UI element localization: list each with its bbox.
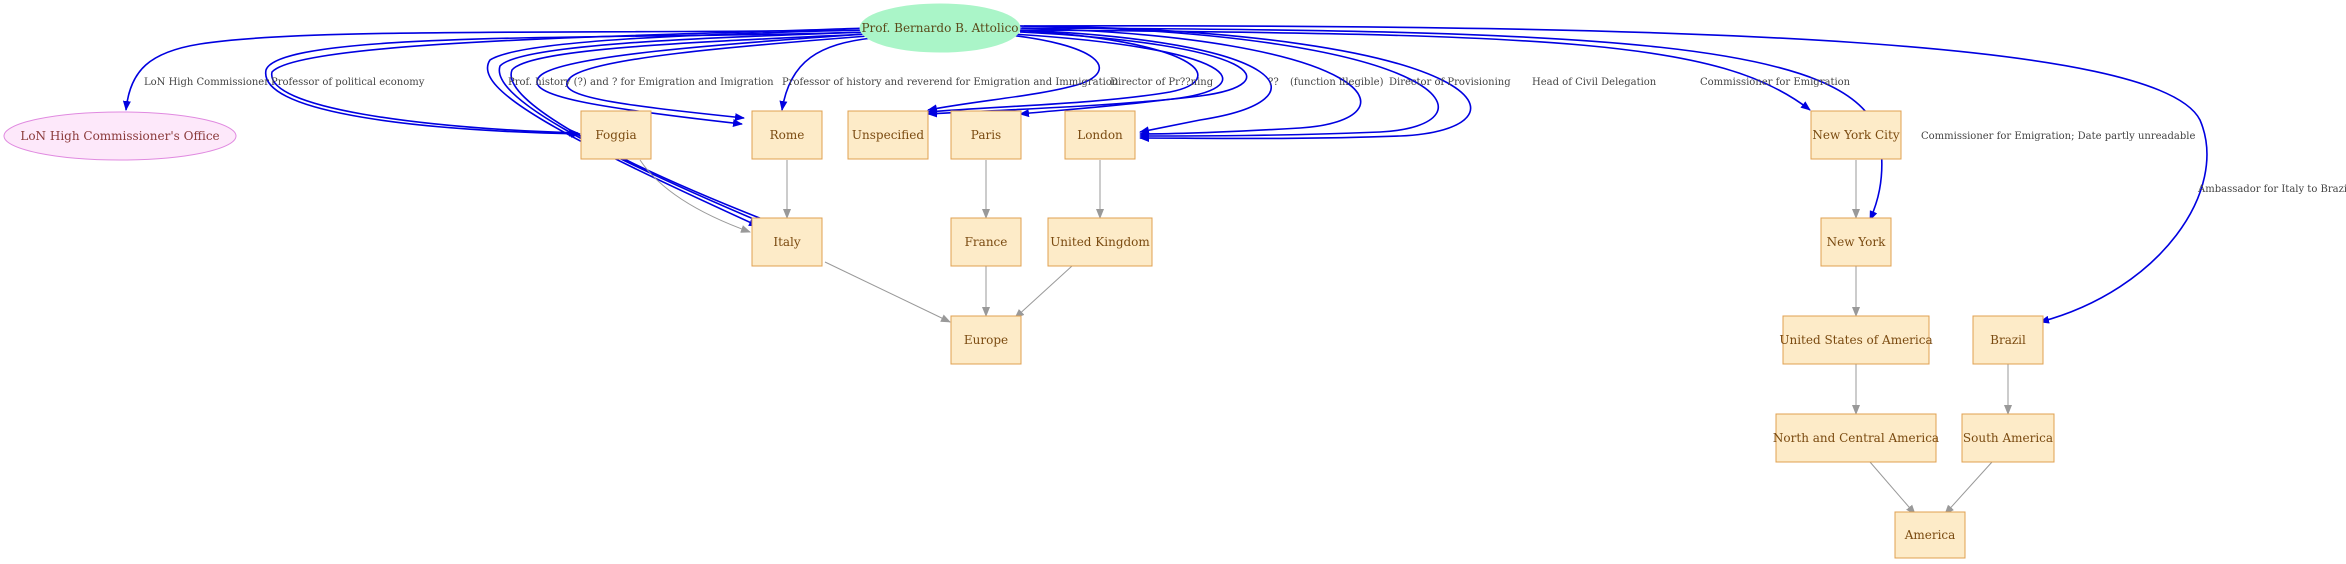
usa-label: United States of America [1779, 333, 1932, 347]
edge-label-function-illegible: (function illegible) [1290, 77, 1384, 88]
node-america[interactable]: America [1894, 511, 1966, 559]
edge-person-newyork [1021, 27, 1883, 221]
edge-person-unspecified-c [927, 31, 1248, 118]
node-brazil[interactable]: Brazil [1972, 315, 2044, 365]
node-person[interactable]: Prof. Bernardo B. Attolico [859, 3, 1021, 53]
rome-label: Rome [770, 128, 805, 142]
edge-label-director-provisioning: Director of Provisioning [1389, 77, 1511, 88]
edge-uk-europe [1014, 265, 1073, 319]
edge-person-foggia-b [271, 27, 867, 137]
node-uk[interactable]: United Kingdom [1047, 217, 1153, 267]
nyc-label: New York City [1812, 128, 1899, 142]
southamerica-label: South America [1963, 431, 2053, 445]
edge-label-commissioner-emigration: Commissioner for Emigration [1700, 77, 1851, 88]
hierarchy-edges [639, 159, 2012, 515]
newyork-label: New York [1827, 235, 1887, 249]
edge-person-unspecified-a [927, 33, 1100, 113]
edge-label-head-civil-delegation: Head of Civil Delegation [1532, 77, 1657, 88]
edge-person-london-c [1017, 25, 1440, 140]
node-unspecified[interactable]: Unspecified [847, 110, 929, 160]
node-europe[interactable]: Europe [950, 315, 1022, 365]
node-nyc[interactable]: New York City [1810, 110, 1902, 160]
edge-labels: LoN High Commissioner Professor of polit… [144, 77, 2346, 195]
paris-label: Paris [971, 128, 1001, 142]
france-label: France [965, 235, 1008, 249]
node-italy[interactable]: Italy [751, 217, 823, 267]
brazil-label: Brazil [1990, 333, 2026, 347]
role-edges [122, 25, 2208, 324]
edge-person-paris [1011, 33, 1224, 118]
node-nca[interactable]: North and Central America [1773, 413, 1939, 463]
edge-nca-america [1869, 461, 1916, 515]
edge-person-italy-c [510, 33, 869, 227]
edge-person-london-a [1013, 29, 1272, 135]
edge-person-office [122, 29, 869, 111]
america-label: America [1904, 528, 1956, 542]
node-southamerica[interactable]: South America [1961, 413, 2055, 463]
edge-person-brazil [1023, 25, 2208, 324]
node-france[interactable]: France [950, 217, 1022, 267]
edge-person-unspecified-b [927, 29, 1199, 116]
london-label: London [1077, 128, 1123, 142]
node-newyork[interactable]: New York [1820, 217, 1892, 267]
edge-person-london-d [1019, 25, 1472, 143]
node-usa[interactable]: United States of America [1779, 315, 1933, 365]
person-label: Prof. Bernardo B. Attolico [861, 21, 1018, 35]
node-rome[interactable]: Rome [751, 110, 823, 160]
edge-label-lon-high-commissioner: LoN High Commissioner [144, 77, 269, 88]
node-london[interactable]: London [1064, 110, 1136, 160]
node-office[interactable]: LoN High Commissioner's Office [3, 111, 237, 161]
node-paris[interactable]: Paris [950, 110, 1022, 160]
edge-southamerica-america [1944, 461, 1993, 515]
foggia-label: Foggia [595, 128, 636, 142]
italy-label: Italy [773, 235, 801, 249]
edge-person-rome-a [536, 33, 867, 127]
node-foggia[interactable]: Foggia [580, 110, 652, 160]
edge-person-london-b [1015, 27, 1362, 138]
nca-label: North and Central America [1773, 431, 1939, 445]
edge-label-prof-history-emigration: Prof. history (?) and ? for Emigration a… [508, 77, 774, 88]
edge-person-rome-b [566, 35, 869, 122]
unspecified-label: Unspecified [852, 128, 924, 142]
edge-person-rome-c [779, 37, 873, 111]
nodes: Prof. Bernardo B. Attolico LoN High Comm… [3, 3, 2055, 559]
edge-italy-europe [824, 261, 951, 323]
edge-label-professor-political-economy: Professor of political economy [271, 77, 425, 88]
edge-person-nyc [1019, 29, 1811, 111]
edge-label-commissioner-emigration-date: Commissioner for Emigration; Date partly… [1921, 131, 2195, 142]
edge-label-question: ?? [1268, 77, 1279, 88]
edge-foggia-italy [639, 159, 751, 233]
edge-label-ambassador-brazil: Ambassador for Italy to Brazil [2197, 184, 2346, 195]
office-label: LoN High Commissioner's Office [20, 129, 219, 143]
edge-person-foggia-a [265, 31, 871, 138]
europe-label: Europe [964, 333, 1008, 347]
edge-label-director-pr: Director of Pr??ning [1110, 77, 1214, 88]
uk-label: United Kingdom [1050, 235, 1150, 249]
edge-label-professor-history-reverend: Professor of history and reverend for Em… [782, 77, 1119, 88]
